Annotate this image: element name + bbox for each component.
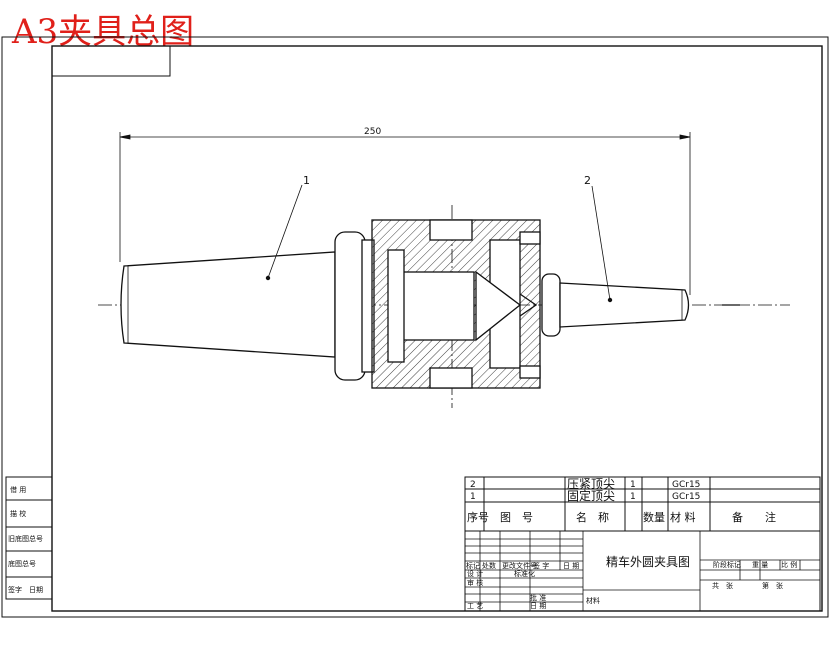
side-column: 借 用 描 校 旧底图总号 底图总号 签字 日期 [5,476,53,600]
tb-check: 审 核 [467,578,483,587]
callout-1: 1 [303,174,310,187]
bom-material: GCr15 [672,480,700,490]
fixed-center-part [120,231,375,381]
bom-header: 序号 图 号 名 称 数量 材 料 备 注 [467,510,776,524]
tb-material-note: 材料 [586,596,600,605]
tb-mark: 标记 [466,561,480,570]
tb-approve: 批 准 [530,593,546,602]
bom-name: 固定顶尖 [567,488,615,503]
tb-standardize: 标准化 [514,569,535,578]
clamp-body [371,219,541,389]
tb-count: 处数 [482,561,496,570]
side-label-trace: 描 校 [10,509,26,518]
bom-material: GCr15 [672,492,700,502]
tb-sheet-no: 第 张 [762,581,783,590]
bom-row-1: 1 固定顶尖 1 GCr15 [470,488,700,503]
bom-row-2: 2 压紧顶尖 1 GCr15 [470,477,700,491]
bom-header-name: 名 称 [576,510,609,524]
side-label-base: 底图总号 [8,559,36,568]
tb-design: 设 计 [467,569,483,578]
callout-2: 2 [584,174,591,187]
inner-frame [51,45,823,612]
side-label-sign-date: 签字 日期 [8,585,43,594]
title-block-grid [464,530,821,612]
tb-scale: 比 例 [781,560,797,569]
title-block-labels: 标记 处数 更改文件号 签 字 日 期 设 计 标准化 审 核 工 艺 批 准 … [466,554,797,610]
outer-border [1,36,829,618]
tb-stage-mark: 阶段标记 [713,560,741,569]
title-tag-box [51,45,171,77]
leader-lines [265,184,613,303]
bom-table [464,476,821,532]
tb-change-file: 更改文件号 [502,561,537,570]
bom-seq: 1 [470,492,476,502]
drawing-title: 精车外圆夹具图 [606,554,690,569]
dimension-value: 250 [364,127,381,137]
bom-header-seq: 序号 [467,510,489,524]
tb-weight: 重 量 [752,561,768,569]
bom-header-qty: 数量 [643,511,665,524]
tb-sheet-total: 共 张 [712,581,733,590]
pressing-center-part [519,273,690,337]
bom-header-material: 材 料 [670,510,696,524]
bom-seq: 2 [470,480,476,490]
tb-signature: 签 字 [533,561,549,570]
bom-header-remark: 备 注 [732,510,776,524]
side-label-borrow: 借 用 [10,485,26,494]
overall-dimension [119,132,691,295]
tb-date2: 日 期 [530,602,546,610]
bom-qty: 1 [630,480,636,490]
side-label-old-base: 旧底图总号 [8,534,43,543]
tb-date: 日 期 [563,562,579,570]
bom-header-drawing-no: 图 号 [500,511,533,524]
bom-qty: 1 [630,492,636,502]
bom-name: 压紧顶尖 [567,477,615,491]
tb-process: 工 艺 [467,602,483,610]
